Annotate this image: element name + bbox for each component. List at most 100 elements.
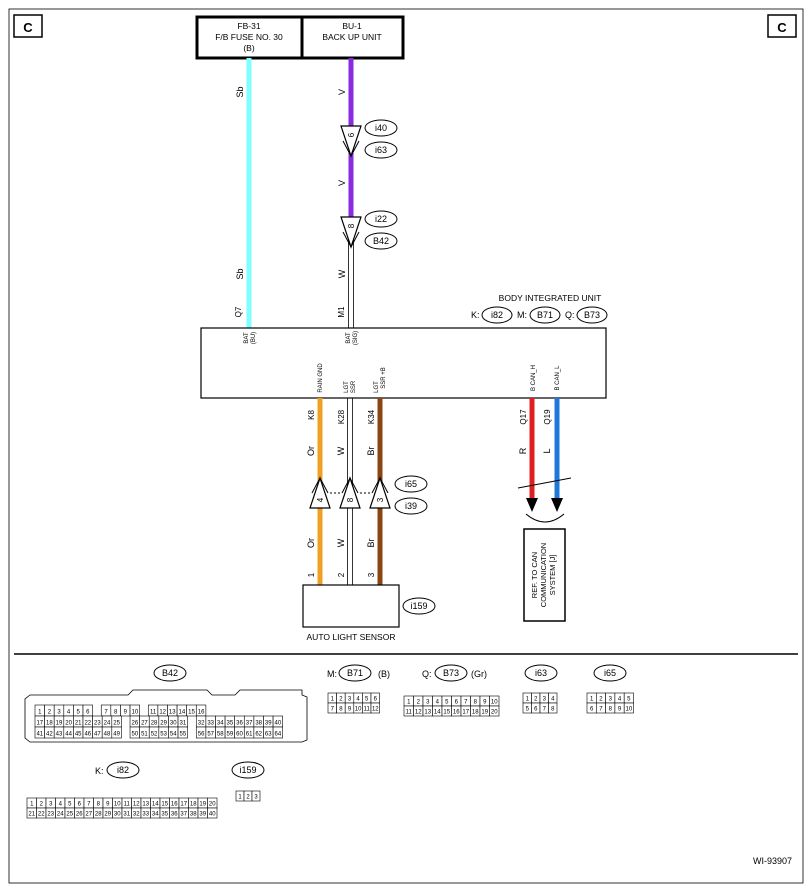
svg-text:B73: B73 [443, 668, 459, 678]
pin-number: 41 [36, 731, 43, 737]
pin-number: 35 [161, 812, 168, 818]
connector-tag-i40: i40 [364, 119, 398, 137]
pin-number: 32 [133, 812, 140, 818]
sig-lgt-ssr-b: LGT SSR +B [374, 367, 387, 393]
pin-number: 4 [551, 697, 555, 703]
svg-text:M:: M: [327, 669, 337, 679]
pin-number: 2 [534, 697, 538, 703]
svg-text:C: C [777, 20, 787, 35]
pin-number: 19 [56, 720, 63, 726]
pin-number: 1 [526, 697, 530, 703]
pin-number: 57 [207, 731, 214, 737]
pin-number: 45 [75, 731, 82, 737]
pin-number: 15 [161, 802, 168, 808]
pin-number: 19 [481, 710, 488, 716]
pin-cell [272, 726, 283, 739]
connector-tag-b42: B42 [364, 232, 398, 250]
pin-number: 19 [199, 802, 206, 808]
wire-label-or-upper: Or [306, 446, 316, 456]
pin-cell [370, 702, 380, 714]
pin-number: 47 [94, 731, 101, 737]
pin-number: 56 [198, 731, 205, 737]
pin-number: 38 [255, 720, 262, 726]
pin-number: 10 [355, 707, 362, 713]
svg-text:Q:: Q: [422, 669, 432, 679]
pin-number: 10 [491, 700, 498, 706]
pin-number: 6 [86, 709, 90, 715]
legend-tag-i63: i63 [524, 664, 558, 682]
legend-tag-i82: K: i82 [95, 761, 140, 779]
svg-text:REF. TO CAN: REF. TO CAN [530, 552, 539, 598]
pin-number: 9 [124, 709, 128, 715]
svg-text:Q:: Q: [565, 310, 575, 320]
connector-tag-i63: i63 [364, 141, 398, 159]
svg-text:i159: i159 [410, 601, 427, 611]
svg-text:K:: K: [471, 310, 480, 320]
pin-number: 18 [472, 710, 479, 716]
svg-text:FB-31: FB-31 [237, 21, 260, 31]
pin-number: 44 [65, 731, 72, 737]
pin-cell [251, 790, 261, 802]
pin-number: 11 [364, 707, 371, 713]
svg-text:BAT: BAT [244, 332, 250, 344]
sig-bat-sig: BAT (SIG) [346, 331, 359, 345]
svg-text:LGT: LGT [374, 381, 380, 393]
biu-connector-tags: K: i82 M: B71 Q: B73 [471, 306, 608, 324]
pin-number: 12 [372, 707, 379, 713]
pin-number: 1 [238, 795, 242, 801]
auto-light-sensor [302, 584, 400, 628]
pin-number: 59 [227, 731, 234, 737]
pin-number: 8 [474, 700, 478, 706]
pin-number: 48 [104, 731, 111, 737]
pin-number: 20 [65, 720, 72, 726]
pin-number: 39 [265, 720, 272, 726]
pin-number: 11 [124, 802, 131, 808]
wire-label-w-upper: W [337, 269, 347, 278]
pin-number: 14 [434, 710, 441, 716]
pin-number: 33 [207, 720, 214, 726]
pin-number: 8 [609, 707, 613, 713]
pin-number: 2 [246, 795, 250, 801]
pin-number: 1 [331, 697, 335, 703]
svg-text:(BU): (BU) [251, 332, 257, 344]
pin-number: 10 [626, 707, 633, 713]
pin-number: 37 [180, 812, 187, 818]
pin-number: 63 [265, 731, 272, 737]
pin-number: 60 [236, 731, 243, 737]
svg-text:M:: M: [517, 310, 527, 320]
pin-number: 9 [618, 707, 622, 713]
pin-number: 17 [36, 720, 43, 726]
pin-cell [207, 807, 218, 819]
legend-tag-i65: i65 [593, 664, 627, 682]
svg-text:6: 6 [347, 132, 356, 137]
svg-text:LGT: LGT [344, 381, 350, 393]
pin-number: 12 [159, 709, 166, 715]
svg-text:i65: i65 [604, 668, 616, 678]
pin-number: 1 [38, 709, 42, 715]
pin-number: 13 [142, 802, 149, 808]
pin-number: 6 [590, 707, 594, 713]
pin-number: 20 [491, 710, 498, 716]
fuse-box: FB-31 F/B FUSE NO. 30 (B) [195, 15, 304, 60]
pin-k28: K28 [337, 409, 346, 424]
can-arrows [517, 477, 572, 523]
pin-number: 8 [114, 709, 118, 715]
pin-number: 22 [84, 720, 91, 726]
svg-text:i65: i65 [405, 479, 417, 489]
pin-number: 35 [227, 720, 234, 726]
wire-label-or-lower: Or [306, 538, 316, 548]
pin-cell [489, 705, 500, 717]
legend-tag-b71: M: B71 (B) [327, 664, 390, 682]
svg-text:i82: i82 [117, 765, 129, 775]
svg-text:i22: i22 [375, 214, 387, 224]
pin-number: 5 [445, 700, 449, 706]
pin-number: 17 [180, 802, 187, 808]
pin-number: 7 [87, 802, 91, 808]
pin-number: 30 [170, 720, 177, 726]
